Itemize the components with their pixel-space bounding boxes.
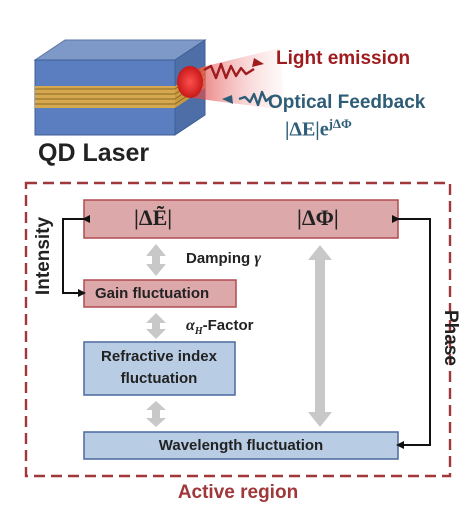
refractive-wavelength-double-arrow	[146, 401, 166, 427]
damping-double-arrow	[146, 244, 166, 276]
qd-laser-title: QD Laser	[38, 139, 150, 167]
emission-spot	[177, 66, 203, 98]
qd-laser-block	[33, 39, 207, 136]
intensity-loop-arrow	[62, 215, 90, 297]
active-region-label: Active region	[177, 482, 299, 503]
light-emission-label: Light emission	[276, 48, 411, 69]
gray-arrows	[146, 244, 332, 427]
damping-label: Damping γ	[186, 250, 261, 268]
phase-wavelength-double-arrow	[308, 245, 332, 427]
delta-phi-label: |ΔΦ|	[297, 205, 339, 230]
intensity-label: Intensity	[33, 216, 54, 296]
alpha-subscript: H	[194, 326, 203, 337]
optical-feedback-label: Optical Feedback	[268, 92, 426, 113]
light-emission-arrowhead	[252, 58, 264, 67]
phase-loop-arrow	[392, 215, 431, 449]
alpha-factor-label: αH-Factor	[186, 317, 253, 337]
phase-label: Phase	[440, 310, 461, 366]
damping-symbol: γ	[254, 250, 261, 267]
light-emission-wave	[203, 62, 255, 80]
optical-feedback-arrowhead	[222, 95, 233, 104]
refractive-index-label-line2: fluctuation	[120, 370, 198, 387]
feedback-formula-exponent: jΔΦ	[328, 116, 352, 131]
optical-feedback-wave	[238, 90, 273, 107]
wavelength-fluctuation-label: Wavelength fluctuation	[158, 437, 324, 454]
wavelength-fluctuation-box	[83, 431, 399, 460]
active-region-border	[24, 181, 452, 478]
alpha-suffix: -Factor	[202, 317, 254, 334]
alpha-factor-double-arrow	[146, 313, 166, 339]
intensity-phase-box	[83, 199, 399, 239]
feedback-formula-base: |ΔE|e	[285, 118, 329, 141]
feedback-formula: |ΔE|ejΔΦ	[285, 116, 352, 142]
refractive-index-box	[83, 341, 236, 396]
damping-text: Damping	[186, 250, 255, 267]
gain-fluctuation-label: Gain fluctuation	[95, 285, 210, 302]
delta-e-label: |ΔẼ|	[134, 205, 173, 230]
gain-fluctuation-box	[83, 279, 237, 308]
alpha-symbol: α	[186, 317, 195, 334]
refractive-index-label-line1: Refractive index	[101, 348, 217, 365]
